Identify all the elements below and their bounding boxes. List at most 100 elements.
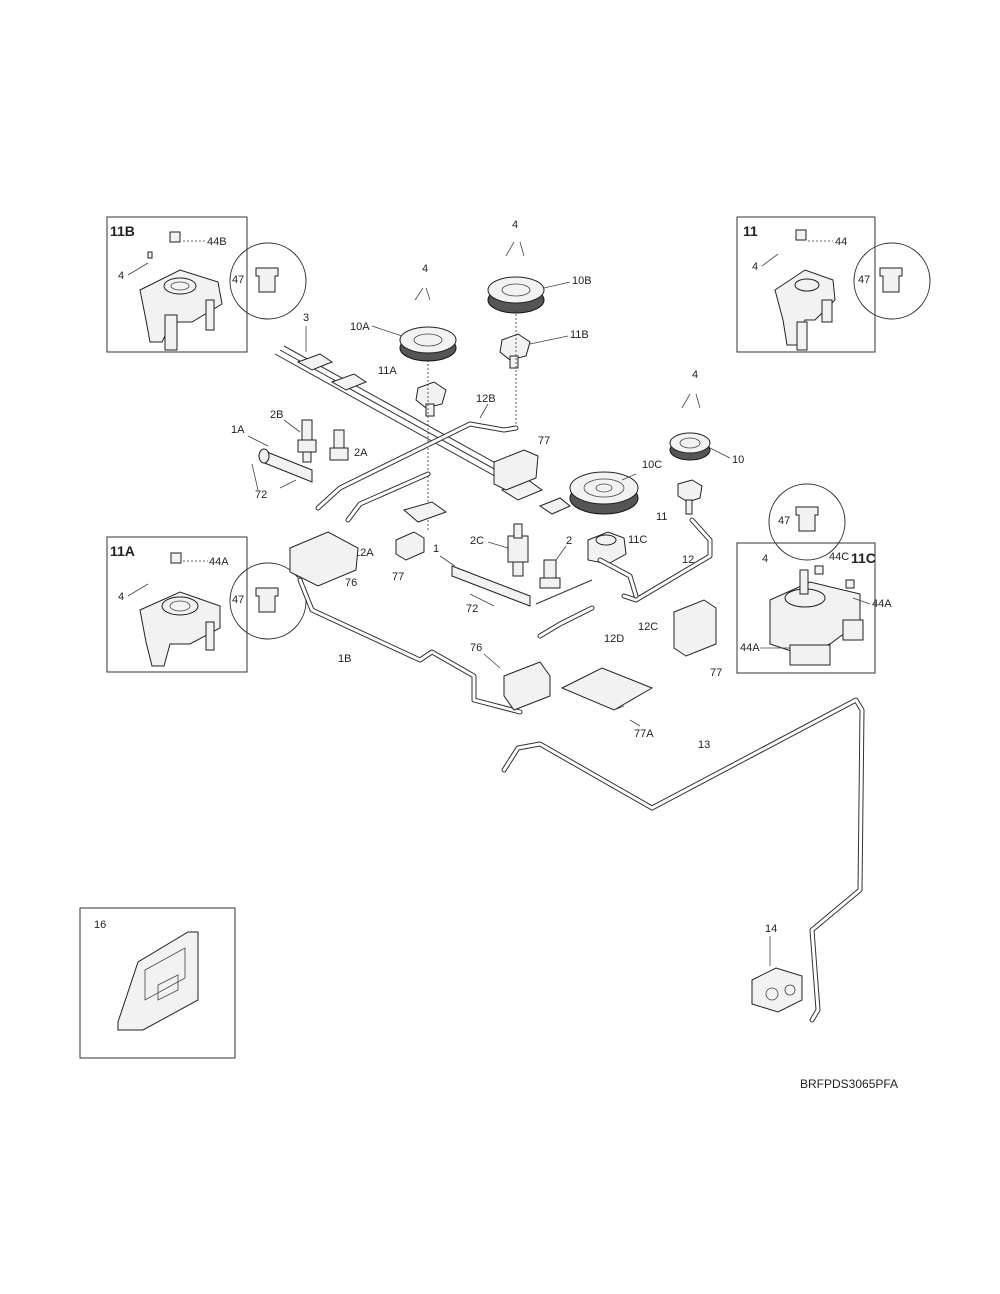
label-2: 2 [566,535,572,547]
inset-11-title: 11 [743,223,758,239]
tube-1b: 1B [297,577,523,715]
inset-11a-detail-label: 47 [232,594,244,606]
label-72-left: 72 [255,489,267,501]
inset-11c: 11C 47 4 44C 44A 44A [736,483,892,674]
orifice-47-icon [255,267,279,293]
tube-12d: 12D [537,605,624,645]
bracket-77a: 77A [560,667,654,740]
manifold-1: 1 [433,543,531,607]
inset-11-cap-label: 44 [835,236,847,248]
inset-11b-screw-label: 4 [118,270,124,282]
label-10b: 10B [572,275,592,287]
label-2b: 2B [270,409,283,421]
label-77-left: 77 [392,571,404,583]
screw-72-left: 72 [251,463,297,501]
inset-11b: 11B 4 44B 47 [106,216,307,353]
label-13: 13 [698,739,710,751]
ignition-harness-3: 3 [274,312,571,515]
label-77-top: 77 [538,435,550,447]
screw-72-center: 72 [466,593,495,615]
bracket-77-top: 77 [493,435,550,491]
bracket-77-right: 77 [673,599,722,679]
inset-11c-detail-circle [768,483,846,561]
burner-head-11: 11 [656,479,703,523]
inset-11a-cap-label: 44A [209,556,229,568]
cap-44b-icon [169,231,181,243]
burner-head-11-icon [774,269,836,346]
label-1b: 1B [338,653,351,665]
label-10a: 10A [350,321,370,333]
label-12c: 12C [638,621,658,633]
label-12d: 12D [604,633,624,645]
valve-2c: 2C [470,523,529,577]
inset-11b-detail-label: 47 [232,274,244,286]
burner-head-11a: 11A [378,360,447,530]
orifice-47-icon [795,506,819,532]
bracket-16-icon [117,931,199,1031]
tube-12a: 12A [345,471,431,559]
inset-11a: 11A 4 44A 47 [106,536,307,673]
burner-cap-10b: 4 10B [487,219,592,314]
label-11a: 11A [378,365,397,377]
inset-11c-screw-label: 4 [762,553,768,565]
inset-11b-frame [106,216,248,353]
inset-11b-detail-circle [229,242,307,320]
inset-11c-cap2-label: 44A [872,598,892,610]
label-11c: 11C [628,534,647,546]
label-12b: 12B [476,393,496,405]
label-14: 14 [765,923,777,935]
bracket-76-left: 76 [289,531,359,589]
inset-11b-cap-label: 44B [207,236,227,248]
bracket-77-left: 77 [392,501,448,583]
inset-11-detail-circle [853,242,931,320]
label-10: 10 [732,454,744,466]
inset-16-frame [79,907,236,1059]
inset-11: 11 4 44 47 [736,216,931,353]
label-76-left: 76 [345,577,357,589]
label-2c: 2C [470,535,484,547]
burner-head-11c: 11C [587,531,647,565]
inset-11c-detail-label: 47 [778,515,790,527]
burner-head-11a-icon [139,591,221,667]
inset-11-frame [736,216,876,353]
inset-11a-frame [106,536,248,673]
label-12: 12 [682,554,694,566]
tube-13: 13 [501,697,865,1023]
valve-2: 2 [539,535,572,589]
label-1a: 1A [231,424,245,436]
label-11b: 11B [570,329,589,341]
inset-11a-title: 11A [110,543,135,559]
label-1: 1 [433,543,439,555]
inset-11a-screw-label: 4 [118,591,124,603]
orifice-47-icon [879,267,903,293]
tube-12c: 12C [535,557,658,633]
inset-11c-frame [736,542,876,674]
burner-cap-10: 4 10 [669,369,744,466]
orifice-47-icon [255,587,279,613]
valve-2a: 2A [329,429,368,461]
label-4-10b: 4 [512,219,518,231]
inset-11c-title: 11C [851,550,876,566]
label-2a: 2A [354,447,368,459]
label-4-10: 4 [692,369,698,381]
inset-16-title: 16 [94,919,106,931]
inset-16: 16 [79,907,236,1059]
burner-cap-10c: 10C [569,459,662,515]
label-10c: 10C [642,459,662,471]
label-3: 3 [303,312,309,324]
cap-44-icon [795,229,807,241]
label-77-right: 77 [710,667,722,679]
inset-11c-cap1-label: 44C [829,551,849,563]
bracket-76-center: 76 [470,642,551,711]
cap-44c-icon [814,565,824,575]
diagram-code: BRFPDS3065PFA [800,1077,898,1091]
tube-12b: 12B [315,393,519,511]
label-76-center: 76 [470,642,482,654]
label-12a: 12A [354,547,374,559]
burner-head-11b: 11B [499,310,589,430]
cap-44a-icon [170,552,182,564]
regulator-14: 14 [751,923,803,1013]
tube-12: 12 [621,517,713,603]
label-4-10a: 4 [422,263,428,275]
